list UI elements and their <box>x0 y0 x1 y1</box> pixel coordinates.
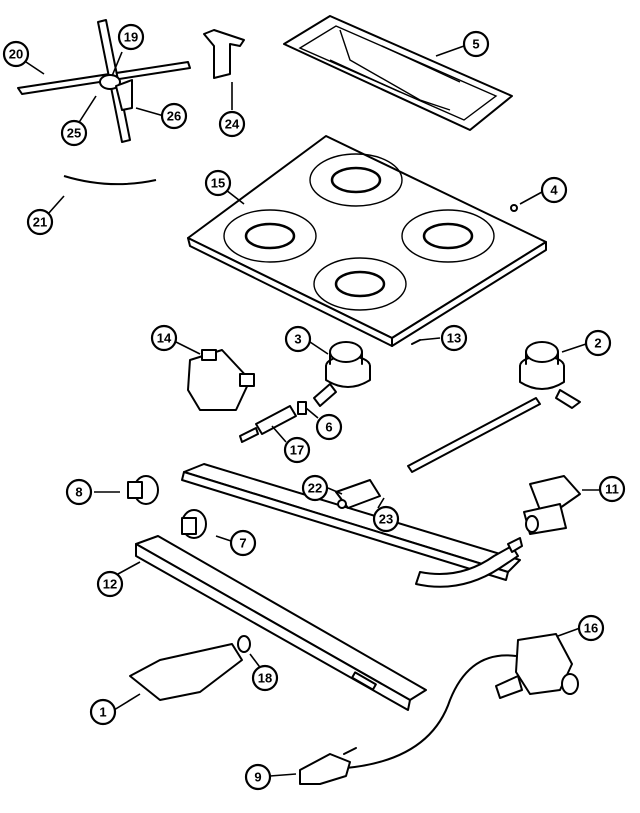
svg-text:8: 8 <box>75 485 82 500</box>
callout-7: 7 <box>229 529 257 557</box>
burner-grate <box>283 15 513 131</box>
switch-22 <box>335 479 381 509</box>
svg-text:11: 11 <box>605 482 619 497</box>
callout-9: 9 <box>244 763 272 791</box>
svg-text:1: 1 <box>99 705 106 720</box>
callout-22: 22 <box>301 474 329 502</box>
callout-26: 26 <box>160 102 188 130</box>
callout-4: 4 <box>540 176 568 204</box>
svg-text:9: 9 <box>254 770 261 785</box>
svg-text:17: 17 <box>290 443 304 458</box>
screw-4 <box>510 204 518 212</box>
callout-16: 16 <box>577 614 605 642</box>
svg-text:3: 3 <box>294 332 301 347</box>
callout-1: 1 <box>89 698 117 726</box>
callout-19: 19 <box>117 23 145 51</box>
svg-text:20: 20 <box>9 47 23 62</box>
svg-text:26: 26 <box>167 109 181 124</box>
knob-8 <box>127 475 159 505</box>
callout-24: 24 <box>218 110 246 138</box>
spring-wire <box>63 175 157 186</box>
leader-lines <box>25 45 600 777</box>
callout-18: 18 <box>251 664 279 692</box>
svg-text:14: 14 <box>157 331 172 346</box>
callout-20: 20 <box>2 40 30 68</box>
valve-thermostat <box>299 633 579 785</box>
svg-text:16: 16 <box>584 621 598 636</box>
svg-text:21: 21 <box>33 215 47 230</box>
callout-3: 3 <box>284 325 312 353</box>
callout-17: 17 <box>283 436 311 464</box>
callout-15: 15 <box>204 169 232 197</box>
svg-text:7: 7 <box>239 536 246 551</box>
svg-text:23: 23 <box>379 512 393 527</box>
spider-assembly <box>17 19 191 143</box>
callout-5: 5 <box>462 30 490 58</box>
svg-text:13: 13 <box>447 331 461 346</box>
svg-text:12: 12 <box>103 577 117 592</box>
callout-6: 6 <box>315 413 343 441</box>
burner-3 <box>239 341 371 443</box>
burner-assembly-2 <box>407 341 581 473</box>
knob-7 <box>181 509 207 539</box>
svg-text:18: 18 <box>258 671 272 686</box>
svg-text:15: 15 <box>211 176 225 191</box>
cooktop <box>187 135 547 347</box>
screw-13 <box>411 339 421 345</box>
svg-text:22: 22 <box>308 481 322 496</box>
svg-text:5: 5 <box>472 37 479 52</box>
svg-text:25: 25 <box>67 126 81 141</box>
bracket-24 <box>203 29 245 79</box>
igniter-switch <box>187 349 255 411</box>
manifold <box>181 463 523 588</box>
callout-23: 23 <box>372 505 400 533</box>
svg-text:24: 24 <box>225 117 240 132</box>
manifold-bracket <box>135 535 427 711</box>
svg-text:6: 6 <box>325 420 332 435</box>
svg-text:2: 2 <box>594 336 601 351</box>
burner-bracket <box>129 635 251 701</box>
callout-11: 11 <box>598 475 626 503</box>
svg-text:4: 4 <box>550 183 558 198</box>
callout-2: 2 <box>584 329 612 357</box>
svg-text:19: 19 <box>124 30 138 45</box>
callout-13: 13 <box>440 324 468 352</box>
callout-12: 12 <box>96 570 124 598</box>
callout-21: 21 <box>26 208 54 236</box>
pressure-regulator <box>523 475 581 535</box>
callout-25: 25 <box>60 119 88 147</box>
callout-14: 14 <box>150 324 178 352</box>
callout-8: 8 <box>65 478 93 506</box>
